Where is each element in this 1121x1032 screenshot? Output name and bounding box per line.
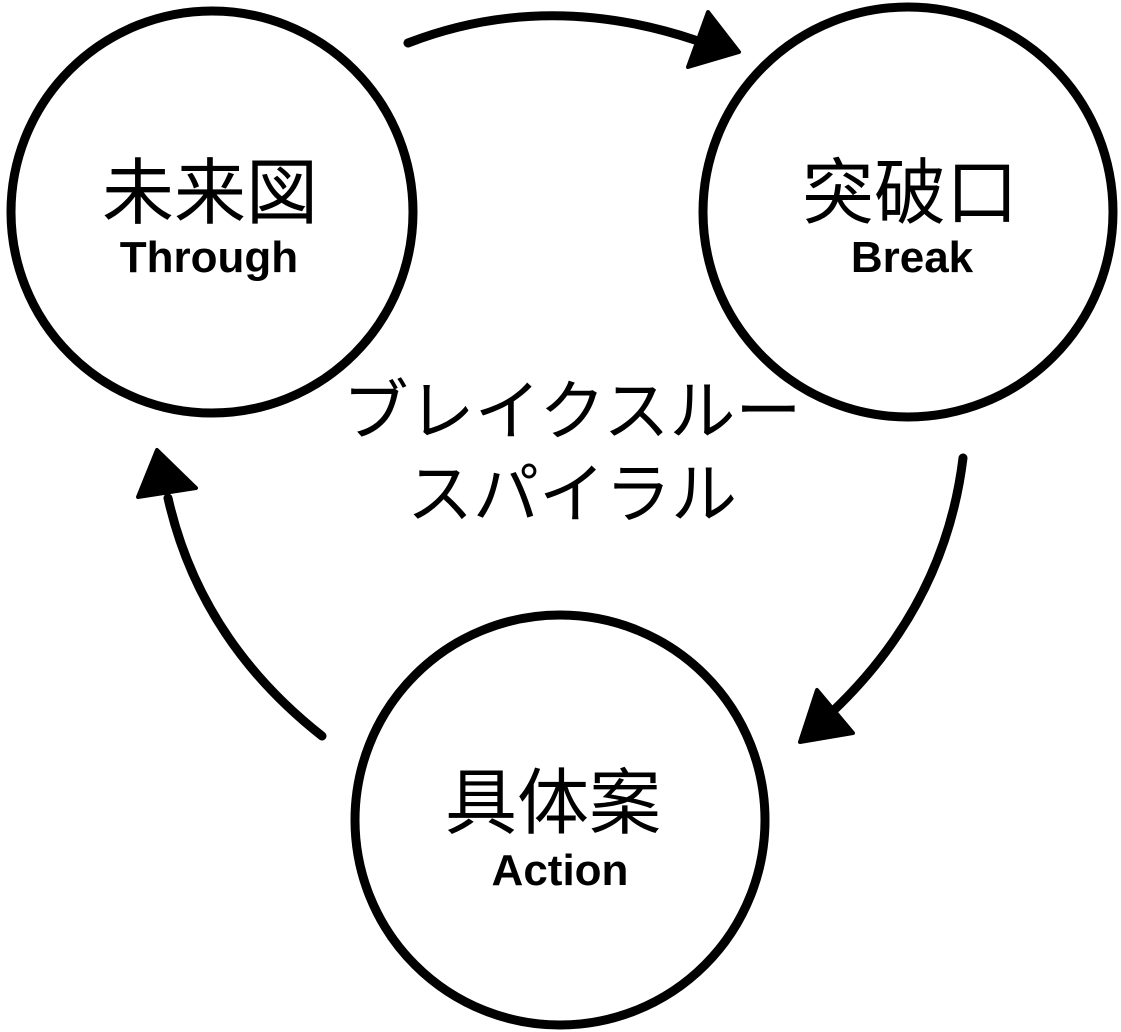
vision-title: 未来図 xyxy=(102,151,318,235)
plan-circle xyxy=(350,610,770,1030)
arrow-head-vision-to-breakthrough xyxy=(686,10,741,69)
arrow-head-plan-to-vision xyxy=(136,448,198,499)
arrow-vision-to-breakthrough xyxy=(403,11,700,48)
center-label-line2: スパイラル xyxy=(407,456,737,533)
arrow-plan-to-vision xyxy=(163,493,327,741)
breakthrough-title: 突破口 xyxy=(802,151,1018,235)
breakthrough-circle xyxy=(698,2,1118,422)
breakthrough-subtitle: Break xyxy=(851,233,974,282)
plan-subtitle: Action xyxy=(492,846,629,895)
vision-circle xyxy=(6,6,418,418)
plan-title: 具体案 xyxy=(445,761,661,845)
center-label-line1: ブレイクスルー xyxy=(343,373,802,450)
arrow-breakthrough-to-plan xyxy=(827,453,968,717)
vision-subtitle: Through xyxy=(120,233,298,282)
arrow-head-breakthrough-to-plan xyxy=(798,688,855,744)
